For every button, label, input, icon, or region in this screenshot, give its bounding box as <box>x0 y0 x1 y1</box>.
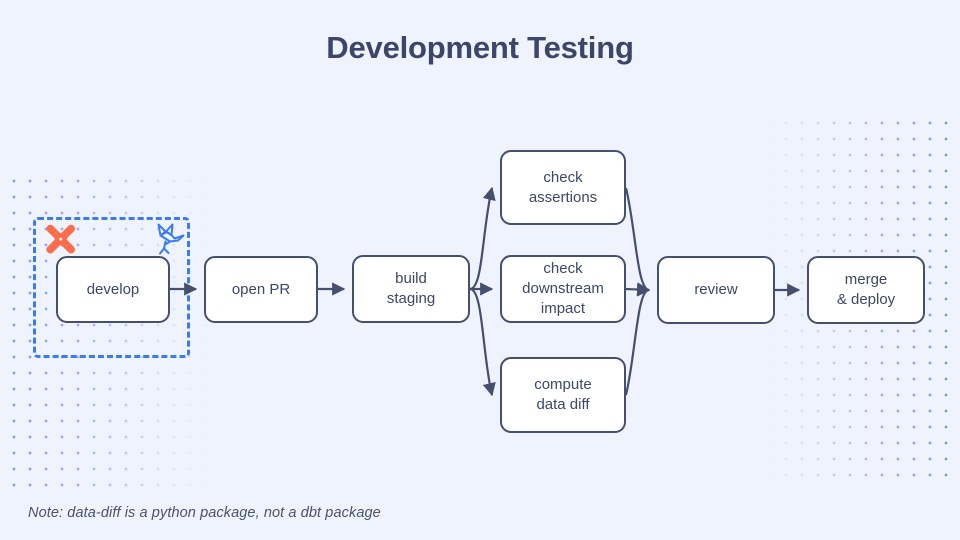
footnote-note: Note: data-diff is a python package, not… <box>28 505 381 521</box>
node-compute-data-diff[interactable]: compute data diff <box>500 357 626 433</box>
node-check-downstream-impact[interactable]: check downstream impact <box>500 255 626 323</box>
edge-compute-data-diff-review <box>624 283 651 396</box>
node-compute-data-diff-label: compute data diff <box>534 376 592 413</box>
node-develop-label: develop <box>86 280 140 298</box>
edge-check-downstream-review <box>625 282 651 297</box>
node-check-assertions[interactable]: check assertions <box>500 150 626 225</box>
node-build-staging-label: build staging <box>386 270 436 307</box>
edge-check-assertions-review <box>624 187 651 296</box>
datafold-origami-bird-icon <box>157 223 185 255</box>
dbt-icon <box>46 224 75 254</box>
node-check-assertions-label: check assertions <box>528 168 598 206</box>
node-check-downstream-label: check downstream impact <box>522 260 604 317</box>
node-build-staging[interactable]: build staging <box>352 255 470 323</box>
node-merge-deploy[interactable]: merge & deploy <box>807 256 925 324</box>
node-review-label: review <box>694 281 738 299</box>
node-open-pr-label: open PR <box>231 280 291 298</box>
edge-build-staging-compute-data-diff <box>469 287 496 397</box>
node-open-pr[interactable]: open PR <box>204 256 318 323</box>
edge-build-staging-check-assertions <box>469 186 496 291</box>
node-develop[interactable]: develop <box>56 256 170 323</box>
node-review[interactable]: review <box>657 256 775 324</box>
page-title: Development Testing <box>326 30 634 65</box>
node-merge-deploy-label: merge & deploy <box>836 271 896 308</box>
